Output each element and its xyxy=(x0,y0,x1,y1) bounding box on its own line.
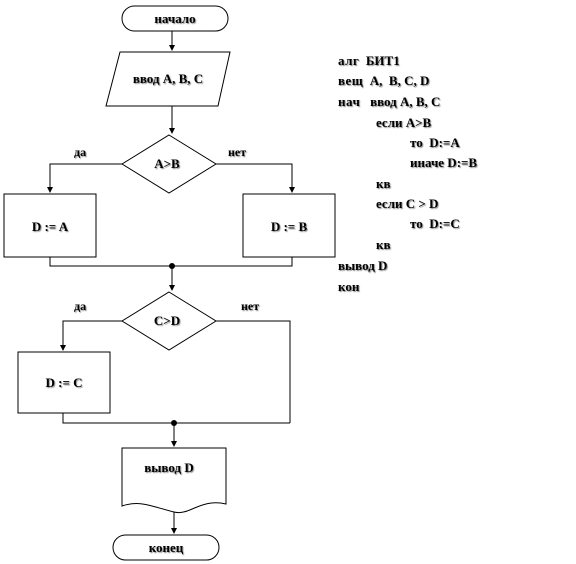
algo-line-4: если A>B xyxy=(376,115,432,130)
algo-line-5: то D:=A xyxy=(410,135,460,150)
decision1-no-label: нет xyxy=(228,145,246,159)
algo-line-1: алг БИТ1 xyxy=(338,53,400,69)
algo-line-11: вывод D xyxy=(338,258,388,273)
connector-decision2-no xyxy=(216,320,291,423)
end-terminator: конец xyxy=(112,534,220,561)
output-label: вывод D xyxy=(144,460,193,475)
connector-decision1-yes xyxy=(47,163,122,193)
input-block: ввод А, В, С xyxy=(105,51,231,107)
algo-input: ввод А, В, С xyxy=(370,94,441,109)
algo-line-6: иначе D:=B xyxy=(410,155,478,170)
algo-line-2: вещ A, B, C, D xyxy=(338,73,429,89)
decision2-no-label: нет xyxy=(241,299,259,313)
algo-line-10: кв xyxy=(376,237,391,252)
algo-line-8: если C > D xyxy=(376,196,439,211)
decision1-label: А>В xyxy=(154,156,180,171)
algo-name: БИТ1 xyxy=(365,53,400,68)
decision1-yes-label: да xyxy=(74,145,86,159)
algo-vars: A, B, C, D xyxy=(369,73,430,88)
connector-decision2-yes xyxy=(60,320,122,351)
assign-da-label: D := A xyxy=(32,219,69,234)
junction-dot-2 xyxy=(171,420,177,426)
input-label: ввод А, В, С xyxy=(133,71,203,86)
assign-db-label: D := B xyxy=(271,219,308,234)
assign-dc-label: D := C xyxy=(45,375,82,390)
algo-keyword-alg: алг xyxy=(338,53,360,68)
start-label: начало xyxy=(154,11,195,26)
assign-db-block: D := B xyxy=(242,193,336,258)
algo-keyword-nach: нач xyxy=(338,94,361,109)
decision2-yes-label: да xyxy=(74,299,86,313)
decision2-label: C>D xyxy=(154,313,180,328)
decision2: C>D xyxy=(121,291,217,351)
connector-decision1-no xyxy=(216,163,295,193)
connector-merge2 xyxy=(62,413,290,424)
algo-line-7: кв xyxy=(376,176,391,191)
end-label: конец xyxy=(149,540,184,555)
algo-line-9: то D:=C xyxy=(410,216,460,231)
algo-line-3: нач ввод А, В, С xyxy=(338,94,440,110)
decision1: А>В xyxy=(121,134,217,194)
assign-da-block: D := A xyxy=(3,193,97,258)
junction-dot-1 xyxy=(169,263,175,269)
algo-keyword-vesch: вещ xyxy=(338,73,364,88)
start-terminator: начало xyxy=(121,5,229,32)
algo-line-12: кон xyxy=(338,279,360,294)
connectors xyxy=(47,31,295,534)
assign-dc-block: D := C xyxy=(17,351,111,414)
output-block: вывод D xyxy=(121,447,227,514)
